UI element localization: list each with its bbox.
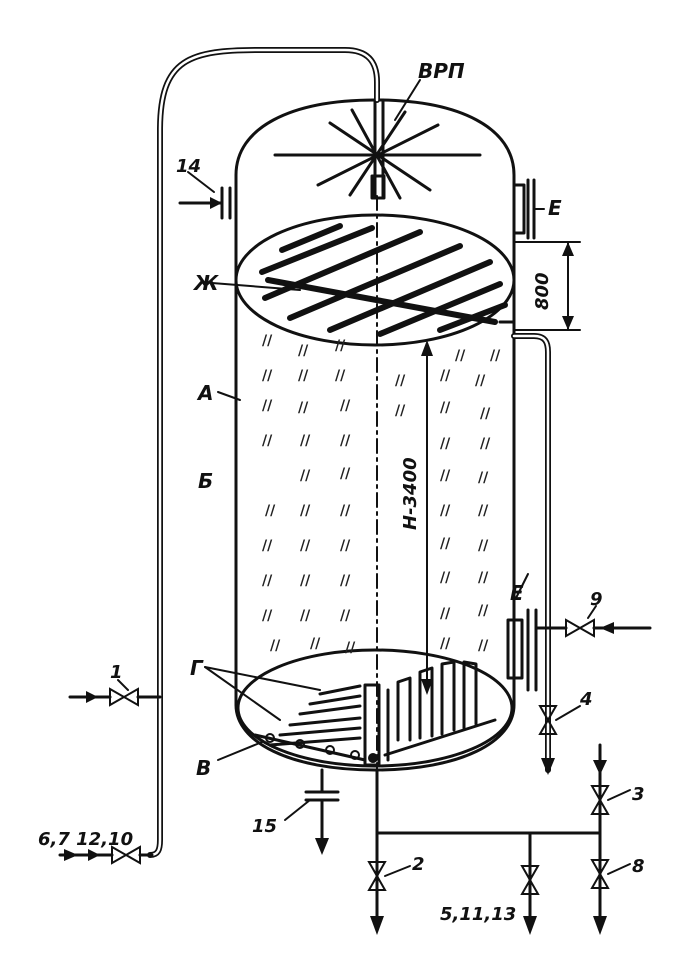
label-vrp: ВРП (418, 59, 465, 83)
height-label: H-3400 (400, 457, 421, 530)
svg-text://: // (455, 348, 466, 364)
label-e-top: Е (548, 196, 562, 220)
svg-text://: // (490, 348, 501, 364)
svg-text://: // (440, 503, 451, 519)
svg-text://: // (480, 406, 491, 422)
gap-dimension: 800 (513, 241, 581, 331)
packing-bottom-surface (236, 648, 514, 768)
label-15: 15 (252, 816, 277, 837)
svg-text://: // (300, 608, 311, 624)
svg-text://: // (345, 640, 356, 656)
svg-text://: // (335, 338, 346, 354)
svg-text://: // (440, 636, 451, 652)
svg-text://: // (395, 373, 406, 389)
rotating-distributor (273, 98, 482, 200)
flange-e-top (512, 178, 545, 240)
label-g: Г (190, 656, 204, 680)
svg-text://: // (262, 433, 273, 449)
svg-text://: // (262, 538, 273, 554)
upper-distribution-rods (259, 223, 516, 337)
svg-text://: // (478, 603, 489, 619)
svg-text://: // (440, 400, 451, 416)
svg-text://: // (262, 333, 273, 349)
label-zh: Ж (192, 271, 219, 295)
label-14: 14 (176, 156, 201, 177)
label-6-7-12-10: 6,7 12,10 (38, 829, 133, 850)
packing-marks: // // // // // // // // // // // // // // // //… (262, 333, 501, 656)
vessel-shell (234, 98, 516, 772)
svg-text://: // (262, 573, 273, 589)
gap-label: 800 (532, 272, 553, 310)
svg-text://: // (340, 538, 351, 554)
svg-text://: // (478, 503, 489, 519)
svg-text://: // (335, 368, 346, 384)
svg-text://: // (310, 636, 321, 652)
svg-text://: // (262, 608, 273, 624)
bottom-manifold (367, 743, 631, 935)
svg-text://: // (440, 436, 451, 452)
svg-text://: // (340, 503, 351, 519)
svg-text://: // (440, 570, 451, 586)
svg-text://: // (440, 368, 451, 384)
label-b: Б (198, 469, 213, 493)
svg-text://: // (440, 468, 451, 484)
svg-text://: // (480, 436, 491, 452)
packing-top-surface (234, 213, 516, 347)
svg-text://: // (440, 536, 451, 552)
svg-text://: // (440, 606, 451, 622)
height-dimension: H-3400 (400, 340, 433, 695)
valve-bottom-left (58, 845, 154, 865)
valve-1 (68, 679, 162, 707)
svg-text://: // (478, 570, 489, 586)
svg-text://: // (262, 398, 273, 414)
label-a: А (196, 381, 213, 405)
bottom-coils (253, 660, 497, 767)
svg-text://: // (340, 608, 351, 624)
label-9: 9 (590, 589, 603, 610)
svg-text://: // (300, 538, 311, 554)
svg-text://: // (298, 400, 309, 416)
svg-text://: // (270, 638, 281, 654)
svg-text://: // (475, 373, 486, 389)
feed-pipe (147, 47, 380, 858)
svg-text://: // (478, 538, 489, 554)
label-2: 2 (412, 854, 425, 875)
svg-text://: // (298, 343, 309, 359)
drain-15 (284, 768, 340, 855)
svg-text://: // (300, 468, 311, 484)
svg-text://: // (340, 573, 351, 589)
fitting-14 (178, 171, 232, 220)
svg-text://: // (478, 470, 489, 486)
right-outlet-pipe (511, 333, 555, 775)
label-v: В (196, 756, 211, 780)
valve-4 (538, 705, 581, 735)
label-5-11-13: 5,11,13 (440, 904, 516, 925)
svg-text://: // (300, 433, 311, 449)
label-4: 4 (579, 689, 593, 710)
label-3: 3 (632, 784, 645, 805)
valve-9 (534, 605, 652, 638)
svg-text://: // (298, 368, 309, 384)
label-e-mid: Е (510, 581, 524, 605)
svg-text://: // (300, 503, 311, 519)
svg-text://: // (340, 433, 351, 449)
label-8: 8 (632, 856, 645, 877)
svg-text://: // (340, 398, 351, 414)
svg-text://: // (300, 573, 311, 589)
svg-text://: // (265, 503, 276, 519)
flange-e-mid (506, 573, 538, 692)
svg-text://: // (262, 368, 273, 384)
svg-text://: // (340, 466, 351, 482)
vessel (234, 98, 516, 772)
svg-text://: // (478, 638, 489, 654)
leader-lines (204, 79, 421, 761)
svg-text://: // (395, 403, 406, 419)
label-1: 1 (110, 662, 123, 683)
